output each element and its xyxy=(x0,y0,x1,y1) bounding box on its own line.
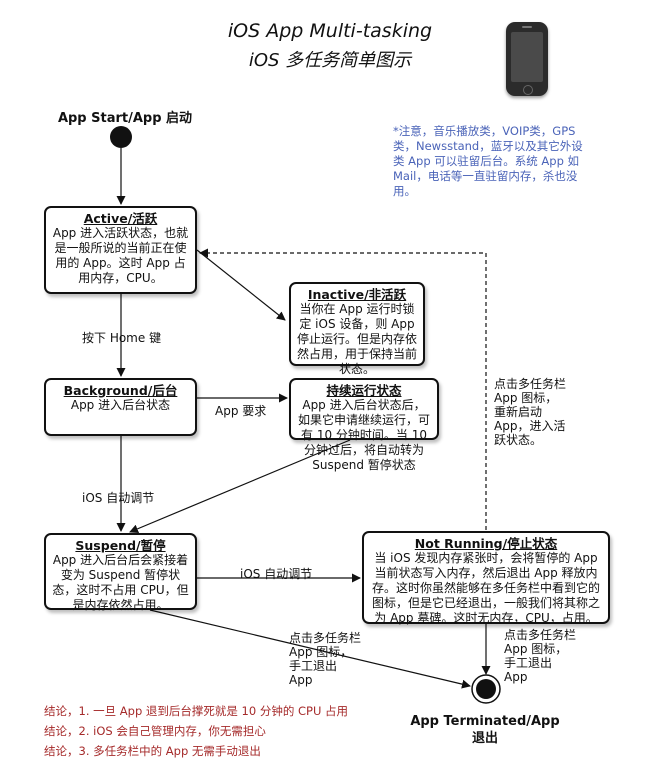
label-manual-exit-2: 点击多任务栏 App 图标， 手工退出 App xyxy=(504,628,576,684)
end-label: App Terminated/App 退出 xyxy=(410,713,560,747)
label-manual-exit-2-line-2: App 图标， xyxy=(504,642,568,656)
end-label-line-2: 退出 xyxy=(471,731,498,746)
state-active-title: Active/活跃 xyxy=(83,211,158,226)
label-manual-exit-1-line-2: App 图标， xyxy=(289,645,353,659)
label-relaunch: 点击多任务栏 App 图标， 重新启动 App，进入活 跃状态。 xyxy=(494,377,566,447)
label-relaunch-line-2: App 图标， xyxy=(494,391,558,405)
state-not-running-text: 当 iOS 发现内存紧张时，会将暂停的 App 当前状态写入内存，然后退出 Ap… xyxy=(371,551,600,625)
label-manual-exit-2-line-3: 手工退出 xyxy=(504,656,553,670)
state-not-running-title: Not Running/停止状态 xyxy=(414,536,558,551)
state-continuous-text: App 进入后台状态后，如果它申请继续运行，可有 10 分钟时间。当 10分钟过… xyxy=(297,398,430,472)
iphone-screen xyxy=(511,32,543,82)
label-manual-exit-1-line-3: 手工退出 xyxy=(289,659,338,673)
label-manual-exit-1-line-4: App xyxy=(289,673,313,687)
conclusion-3: 结论，3. 多任务栏中的 App 无需手动退出 xyxy=(44,744,261,758)
label-home-key: 按下 Home 键 xyxy=(82,331,162,345)
label-relaunch-line-1: 点击多任务栏 xyxy=(494,377,567,391)
edge-suspend-terminated xyxy=(149,609,471,689)
label-relaunch-line-5: 跃状态。 xyxy=(494,433,543,447)
title-line-2: iOS 多任务简单图示 xyxy=(248,50,412,71)
edge-notrunning-active-dashed xyxy=(199,248,487,530)
state-background: Background/后台 App 进入后台状态 xyxy=(44,378,197,436)
state-continuous-title: 持续运行状态 xyxy=(326,383,402,398)
label-manual-exit-1: 点击多任务栏 App 图标， 手工退出 App xyxy=(289,631,361,687)
state-inactive-text: 当你在 App 运行时锁定 iOS 设备，则 App 停止运行。但是内存依然占用… xyxy=(297,302,418,376)
start-node xyxy=(110,126,132,148)
start-label: App Start/App 启动 xyxy=(57,111,193,126)
iphone-home-button xyxy=(523,85,533,95)
label-relaunch-line-4: App，进入活 xyxy=(494,419,566,433)
label-manual-exit-2-line-4: App xyxy=(504,670,528,684)
edge-continuous-suspend xyxy=(129,439,351,534)
state-active: Active/活跃 App 进入活跃状态，也就是一般所说的当前正在使用的 App… xyxy=(44,206,197,294)
label-app-request: App 要求 xyxy=(215,404,267,418)
label-ios-auto-2: iOS 自动调节 xyxy=(240,567,313,581)
state-active-text: App 进入活跃状态，也就是一般所说的当前正在使用的 App。这时 App 占用… xyxy=(52,226,189,285)
title-line-1: iOS App Multi-tasking xyxy=(227,20,433,42)
iphone-speaker xyxy=(522,26,532,28)
conclusion-1: 结论，1. 一旦 App 退到后台撑死就是 10 分钟的 CPU 占用 xyxy=(44,704,349,718)
state-inactive-title: Inactive/非活跃 xyxy=(307,287,407,302)
state-background-title: Background/后台 xyxy=(63,383,178,398)
end-node-dot xyxy=(476,679,496,699)
label-manual-exit-2-line-1: 点击多任务栏 xyxy=(504,628,577,642)
state-not-running: Not Running/停止状态 当 iOS 发现内存紧张时，会将暂停的 App… xyxy=(362,531,610,625)
iphone-image xyxy=(506,22,548,96)
label-manual-exit-1-line-1: 点击多任务栏 xyxy=(289,631,362,645)
note-text: *注意，音乐播放类，VOIP类，GPS类，Newsstand，蓝牙以及其它外设类… xyxy=(393,124,583,198)
label-ios-auto-1: iOS 自动调节 xyxy=(82,491,155,505)
edge-active-inactive xyxy=(196,249,286,321)
end-label-line-1: App Terminated/App xyxy=(410,714,560,729)
state-suspend-title: Suspend/暂停 xyxy=(75,538,166,553)
state-inactive: Inactive/非活跃 当你在 App 运行时锁定 iOS 设备，则 App … xyxy=(289,282,425,376)
conclusion-2: 结论，2. iOS 会自己管理内存，你无需担心 xyxy=(44,724,266,738)
state-suspend-text: App 进入后台后会紧接着变为 Suspend 暂停状态，这时不占用 CPU，但… xyxy=(52,553,189,612)
label-relaunch-line-3: 重新启动 xyxy=(494,405,543,419)
state-suspend: Suspend/暂停 App 进入后台后会紧接着变为 Suspend 暂停状态，… xyxy=(44,533,197,612)
state-background-text: App 进入后台状态 xyxy=(70,398,171,412)
state-continuous: 持续运行状态 App 进入后台状态后，如果它申请继续运行，可有 10 分钟时间。… xyxy=(289,378,439,472)
